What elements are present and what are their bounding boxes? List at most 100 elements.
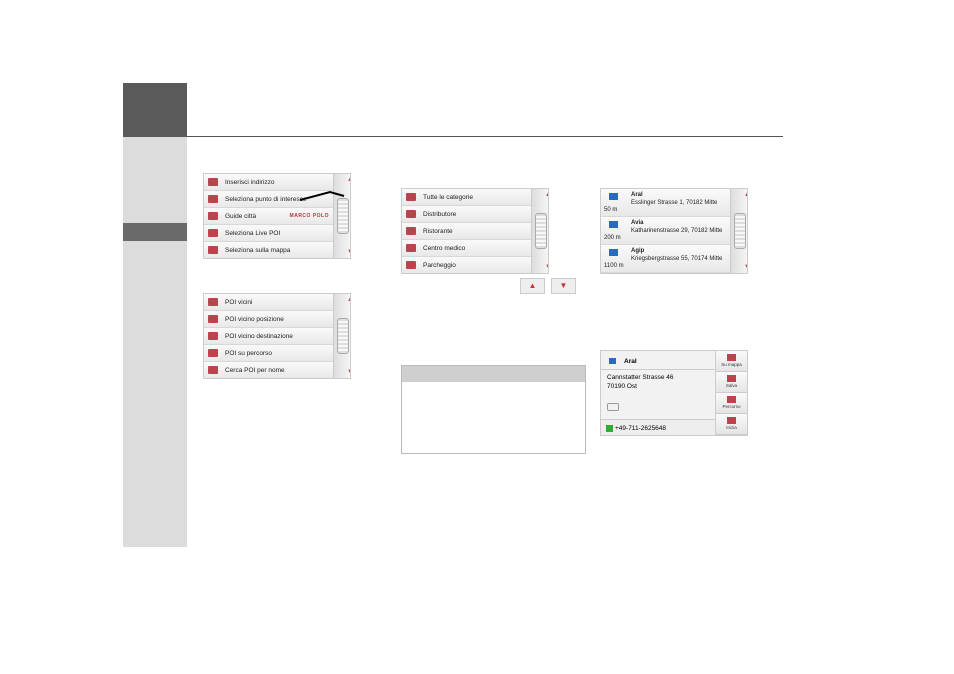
brand-logo-icon	[609, 193, 618, 200]
menu-item[interactable]: POI vicino posizione	[204, 311, 333, 328]
item-icon	[208, 349, 218, 357]
menu-item[interactable]: POI vicini	[204, 294, 333, 311]
item-icon	[208, 366, 218, 374]
item-icon	[208, 229, 218, 237]
scrollbar[interactable]: ▲▼	[531, 189, 548, 273]
detail-name: Aral	[624, 358, 637, 365]
item-icon	[406, 261, 416, 269]
result-distance: 200 m	[604, 235, 621, 241]
menu-item[interactable]: Seleziona Live POI	[204, 225, 333, 242]
scroll-up-button[interactable]: ▲	[520, 278, 545, 294]
menu-item[interactable]: Guide città MARCO POLO	[204, 208, 333, 225]
menu-item[interactable]: POI vicino destinazione	[204, 328, 333, 345]
item-icon	[208, 298, 218, 306]
menu-item-label: Tutte le categorie	[423, 193, 473, 201]
item-icon	[208, 332, 218, 340]
detail-button[interactable]: Inizia	[715, 414, 747, 435]
menu-item-label: Centro medico	[423, 244, 466, 252]
item-icon	[208, 212, 218, 220]
button-label: Percorso	[722, 404, 741, 409]
menu-item-label: Seleziona Live POI	[225, 229, 281, 237]
scroll-thumb[interactable]	[337, 318, 349, 354]
menu-item-label: POI su percorso	[225, 349, 272, 357]
scrollbar[interactable]: ▲▼	[730, 189, 747, 273]
result-name: Avia	[631, 220, 644, 226]
result-name: Aral	[631, 192, 643, 198]
note-box-header	[402, 366, 585, 382]
scroll-thumb[interactable]	[734, 213, 746, 249]
phone-number: +49-711-2625648	[615, 424, 667, 432]
button-label: Su mappa	[721, 362, 742, 367]
scroll-up-icon[interactable]: ▲	[342, 177, 350, 183]
side-strip	[123, 137, 187, 547]
item-icon	[406, 193, 416, 201]
menu-item[interactable]: Seleziona punto di interesse	[204, 191, 333, 208]
brand-logo-icon	[609, 249, 618, 256]
menu-item-label: Distributore	[423, 210, 457, 218]
scrollbar[interactable]: ▲▼	[333, 294, 350, 378]
menu-item[interactable]: Inserisci indirizzo	[204, 174, 333, 191]
scrollbar[interactable]: ▲▼	[333, 174, 350, 258]
menu-item-label: Seleziona punto di interesse	[225, 195, 307, 203]
button-icon	[727, 396, 736, 403]
button-icon	[727, 354, 736, 361]
item-icon	[208, 195, 218, 203]
menu-item-label: Guide città	[225, 212, 257, 220]
header-rule	[187, 136, 783, 137]
menu-item[interactable]: POI su percorso	[204, 345, 333, 362]
detail-button[interactable]: Salva	[715, 372, 747, 393]
button-icon	[727, 375, 736, 382]
detail-street: Cannstatter Strasse 46	[607, 374, 674, 381]
scroll-up-icon[interactable]: ▲	[739, 192, 747, 198]
menu-item[interactable]: Parcheggio	[402, 257, 531, 273]
detail-button[interactable]: Su mappa	[715, 351, 747, 372]
scroll-down-icon[interactable]: ▼	[540, 264, 548, 270]
button-icon	[727, 417, 736, 424]
button-label: Salva	[725, 383, 738, 388]
detail-screen: Aral Cannstatter Strasse 46 70190 Ost +4…	[600, 350, 748, 436]
aral-logo-icon	[609, 358, 616, 364]
side-strip-marker	[123, 223, 187, 241]
menu-item[interactable]: Seleziona sulla mappa	[204, 242, 333, 258]
menu-item[interactable]: Distributore	[402, 206, 531, 223]
result-address: Kriegsbergstrasse 55, 70174 Mitte	[631, 256, 723, 262]
menu-item-label: Parcheggio	[423, 261, 456, 269]
item-icon	[406, 210, 416, 218]
detail-city: 70190 Ost	[607, 383, 637, 390]
scroll-up-icon[interactable]: ▲	[342, 297, 350, 303]
menu-item-label: POI vicini	[225, 298, 253, 306]
detail-button[interactable]: Percorso	[715, 393, 747, 414]
menu-item-label: Ristorante	[423, 227, 453, 235]
button-label: Inizia	[726, 425, 737, 430]
menu-item[interactable]: Ristorante	[402, 223, 531, 240]
menu-item[interactable]: Cerca POI per nome	[204, 362, 333, 378]
result-address: Katharinenstrasse 29, 70182 Mitte	[631, 228, 723, 234]
menu-item-label: Inserisci indirizzo	[225, 178, 275, 186]
scroll-thumb[interactable]	[337, 198, 349, 234]
poi-info-icon	[607, 403, 619, 411]
callout-arrow	[300, 190, 345, 201]
menu-item[interactable]: Tutte le categorie	[402, 189, 531, 206]
scroll-down-icon[interactable]: ▼	[739, 264, 747, 270]
menu-item-label: POI vicino destinazione	[225, 332, 293, 340]
marco-polo-logo: MARCO POLO	[289, 213, 329, 219]
scroll-down-icon[interactable]: ▼	[342, 369, 350, 375]
item-icon	[208, 315, 218, 323]
item-icon	[208, 246, 218, 254]
menu-item[interactable]: Centro medico	[402, 240, 531, 257]
result-name: Agip	[631, 248, 645, 254]
scroll-down-icon[interactable]: ▼	[342, 249, 350, 255]
phone-row[interactable]: +49-711-2625648	[601, 419, 715, 435]
note-box	[401, 365, 586, 454]
item-icon	[406, 244, 416, 252]
scroll-up-icon[interactable]: ▲	[540, 192, 548, 198]
scroll-thumb[interactable]	[535, 213, 547, 249]
menu-item-label: POI vicino posizione	[225, 315, 284, 323]
scroll-down-button[interactable]: ▼	[551, 278, 576, 294]
brand-logo-icon	[609, 221, 618, 228]
